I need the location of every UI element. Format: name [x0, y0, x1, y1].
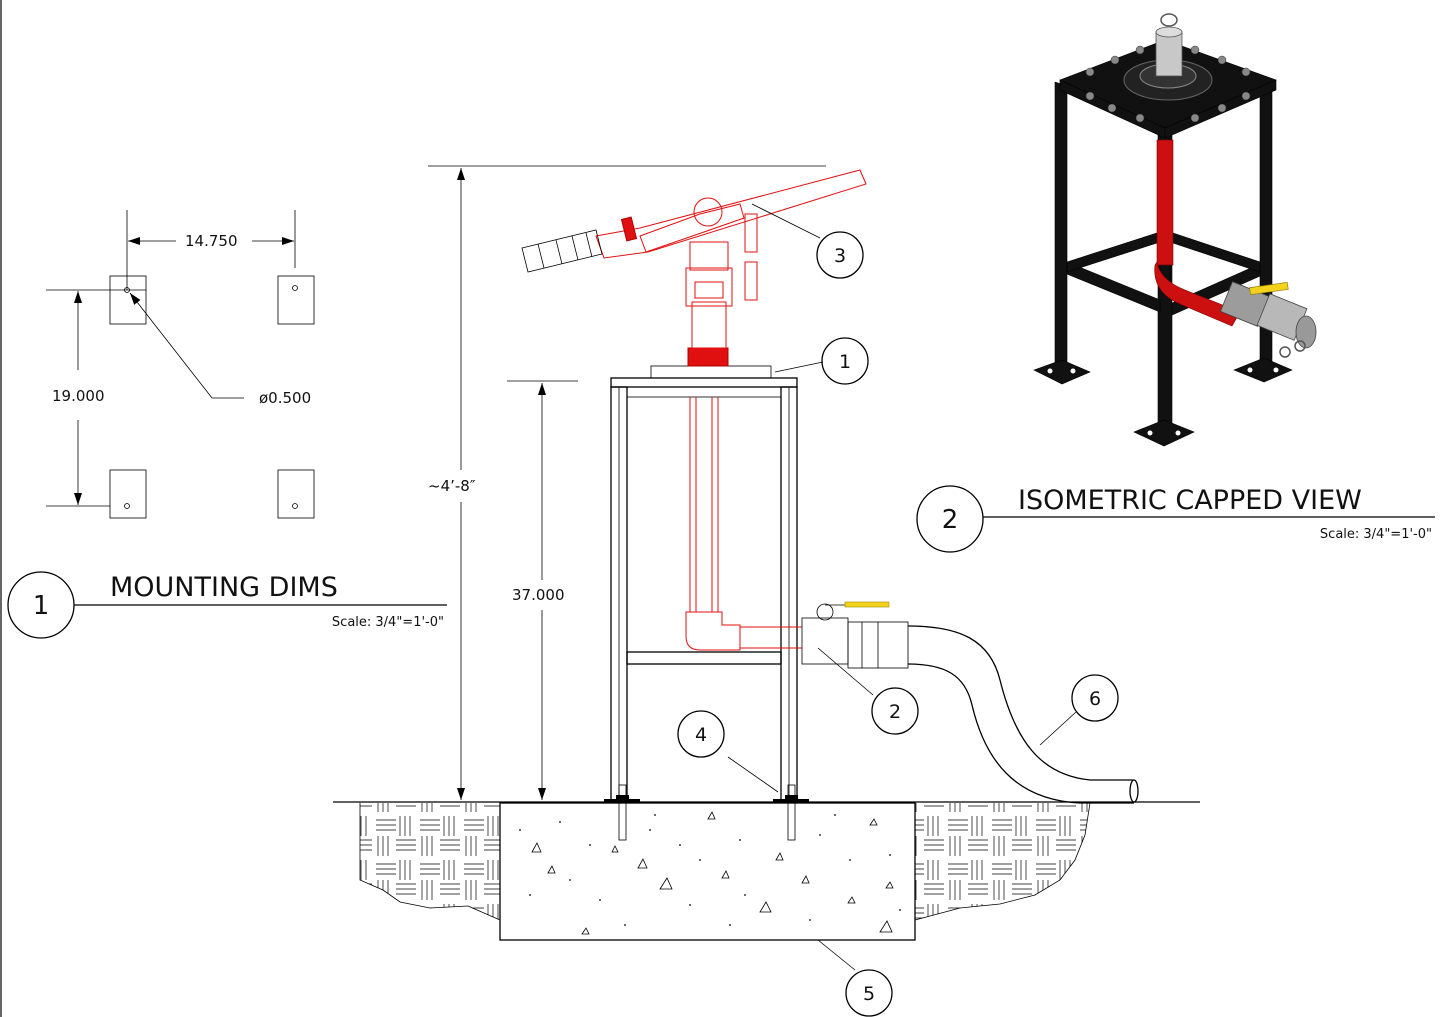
- riser-pipe: [685, 397, 802, 651]
- svg-text:3: 3: [834, 245, 846, 267]
- dim-width-label: 14.750: [185, 232, 238, 250]
- monitor-base: [687, 347, 729, 367]
- view-title: ISOMETRIC CAPPED VIEW: [1018, 485, 1362, 516]
- view-title: MOUNTING DIMS: [110, 572, 338, 603]
- monitor-stand-frame: [610, 365, 798, 801]
- svg-text:2: 2: [889, 701, 901, 723]
- mounting-hole: [292, 285, 298, 291]
- isometric-view: 2 ISOMETRIC CAPPED VIEW Scale: 3/4"=1'-0…: [916, 13, 1435, 553]
- callout-5: 5: [845, 969, 893, 1017]
- mounting-plate: [109, 275, 147, 325]
- concrete-speckle: [519, 814, 901, 926]
- mounting-plate: [277, 469, 315, 519]
- view-scale: Scale: 3/4"=1'-0": [1320, 527, 1432, 542]
- svg-text:6: 6: [1089, 688, 1101, 710]
- overall-height-label: ~4’-8″: [428, 477, 476, 495]
- anchor-bolt-right: [773, 784, 809, 841]
- mounting-hole: [292, 503, 298, 509]
- supply-hose: [907, 625, 1139, 804]
- callout-4: 4: [677, 710, 725, 758]
- callout-6: 6: [1071, 674, 1119, 722]
- iso-riser: [1156, 139, 1174, 266]
- callout-3: 3: [816, 231, 864, 279]
- mounting-plate: [109, 469, 147, 519]
- soil-hatch-left: [360, 803, 500, 920]
- mounting-plate: [277, 275, 315, 325]
- concrete-footing: [499, 802, 916, 941]
- soil-hatch-right: [915, 803, 1090, 920]
- iso-foot-holes: [1047, 367, 1279, 436]
- svg-text:1: 1: [839, 351, 851, 373]
- ball-valve: [801, 601, 909, 669]
- svg-text:4: 4: [695, 724, 707, 746]
- elevation-view: ~4’-8″ 37.000: [333, 165, 1200, 1017]
- svg-text:5: 5: [863, 983, 875, 1005]
- view-number: 2: [942, 505, 959, 535]
- fire-monitor: [521, 169, 867, 367]
- iso-valve: [1219, 281, 1317, 358]
- callout-2: 2: [871, 687, 919, 735]
- dim-height-label: 19.000: [52, 387, 105, 405]
- view-scale: Scale: 3/4"=1'-0": [332, 615, 444, 630]
- view-number-bubble: [916, 485, 984, 553]
- mounting-dims-view: 14.750 19.000 ø0.500 1 MOUNTING DIMS Sca…: [7, 210, 447, 639]
- view-number: 1: [33, 591, 50, 621]
- iso-cap: [1155, 13, 1183, 77]
- stand-height-label: 37.000: [512, 586, 565, 604]
- anchor-bolt-left: [604, 784, 640, 841]
- dim-hole-label: ø0.500: [259, 389, 311, 407]
- valve-handle: [844, 601, 890, 608]
- mounting-hole: [124, 503, 130, 509]
- concrete-aggregate: [531, 811, 894, 935]
- callout-1: 1: [821, 337, 869, 385]
- iso-bolts: [1085, 45, 1251, 123]
